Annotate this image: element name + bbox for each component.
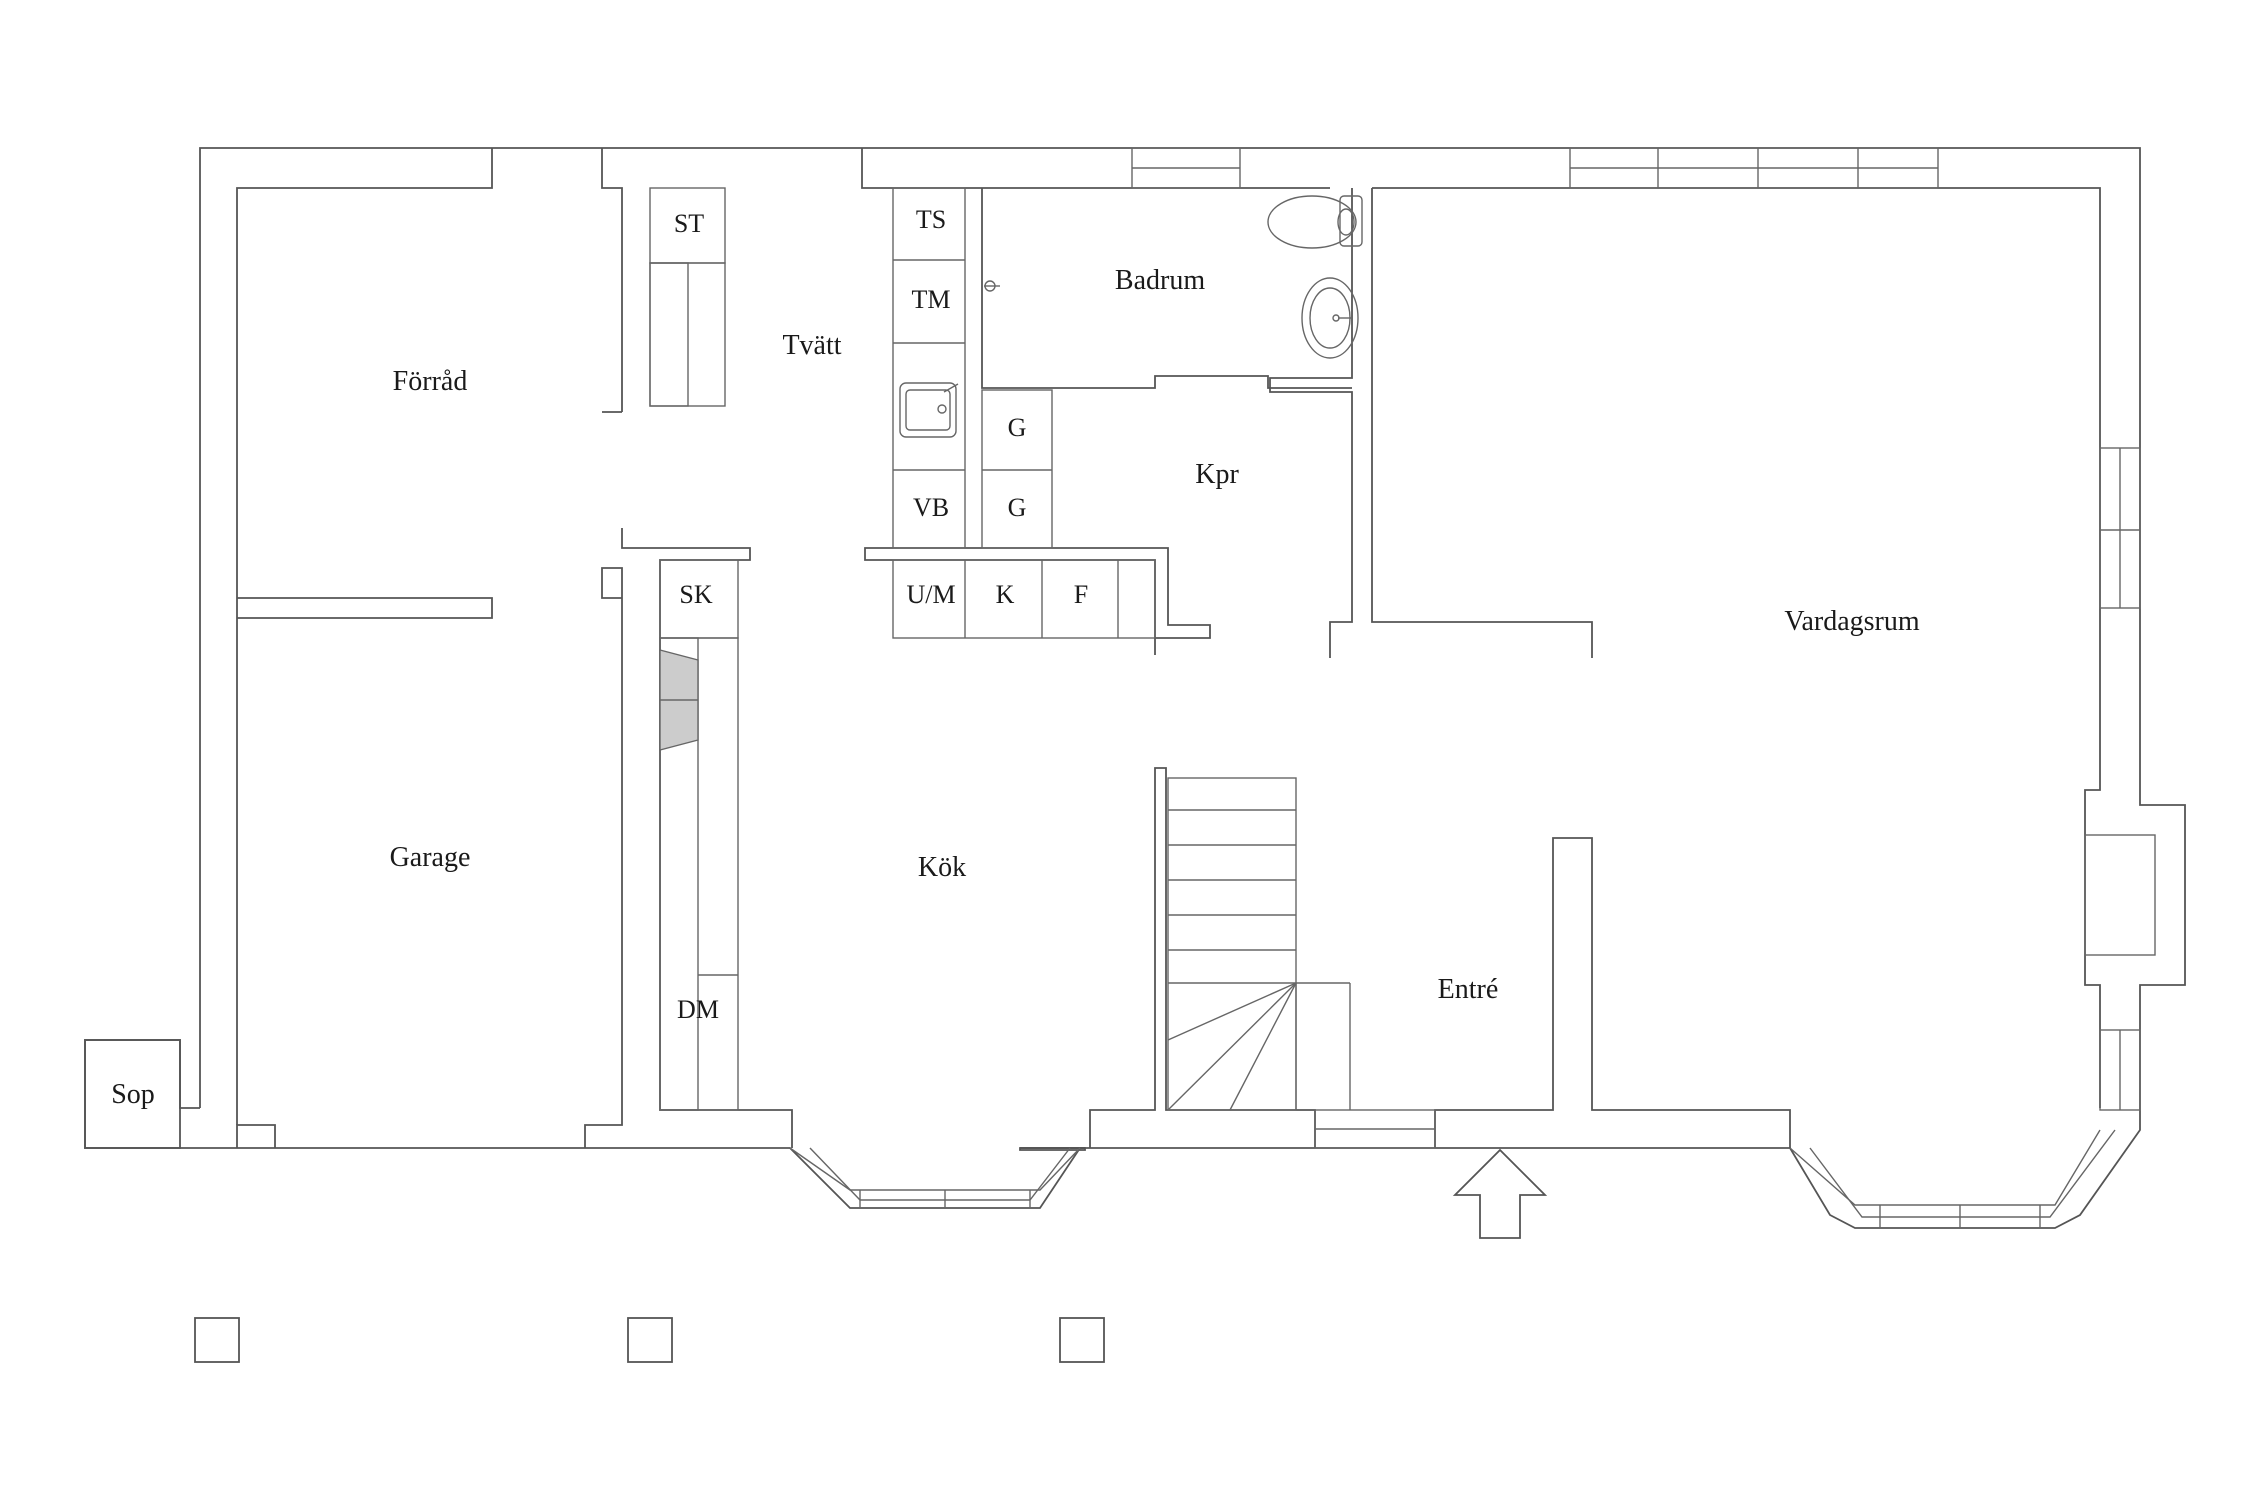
storage-cabinets: [981, 389, 1053, 549]
posts: [194, 1317, 1105, 1363]
sink-icon: [899, 382, 959, 438]
fixture-label-um: U/M: [906, 580, 955, 609]
fixture-label-f: F: [1074, 580, 1088, 609]
staircase-icon: [1167, 777, 1351, 1111]
room-label-entre: Entré: [1438, 974, 1499, 1005]
room-label-badrum: Badrum: [1115, 265, 1205, 296]
fixture-labels: ST TS TM G VB G SK U/M K F DM: [674, 205, 1088, 1024]
fixture-label-k: K: [996, 580, 1015, 609]
fixture-label-st: ST: [674, 209, 704, 238]
washbasin-icon: [1301, 277, 1359, 359]
room-label-garage: Garage: [390, 842, 471, 873]
fixture-label-g2: G: [1008, 493, 1027, 522]
drain-icon: [984, 280, 1000, 292]
living-room-bay: [2084, 834, 2156, 956]
room-labels: Förråd Garage Tvätt Badrum Kpr Vardagsru…: [111, 265, 1920, 1110]
fireplace-icon: [659, 649, 699, 751]
toilet-icon: [1267, 195, 1363, 249]
arrow-up-icon: [1452, 1148, 1548, 1239]
exterior-walls: [84, 147, 2186, 1229]
fixture-label-sk: SK: [679, 580, 712, 609]
fixture-label-vb: VB: [913, 493, 949, 522]
laundry-fixtures: [649, 187, 726, 407]
room-label-sop: Sop: [111, 1079, 155, 1110]
room-label-vardagsrum: Vardagsrum: [1784, 606, 1920, 637]
room-label-kpr: Kpr: [1195, 459, 1239, 490]
fixture-label-dm: DM: [677, 995, 719, 1024]
utility-column: [892, 187, 966, 549]
sop-shed: [84, 1039, 181, 1149]
room-label-forrad: Förråd: [393, 366, 468, 397]
windows: [789, 147, 2141, 1228]
fixture-label-ts: TS: [916, 205, 946, 234]
interior-walls: [237, 187, 1791, 1148]
fixture-label-g1: G: [1008, 413, 1027, 442]
kitchen-counter: [659, 559, 739, 1111]
fixture-label-tm: TM: [912, 285, 951, 314]
room-label-kok: Kök: [918, 852, 966, 883]
kitchen-units: [892, 559, 1156, 639]
room-label-tvatt: Tvätt: [782, 330, 841, 361]
